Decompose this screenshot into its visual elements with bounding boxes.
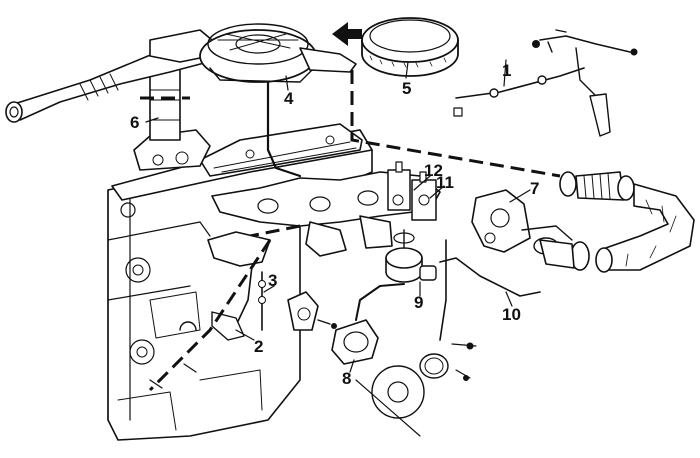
callout-6: 6 [130, 113, 139, 132]
fuel-line [439, 239, 541, 381]
fuel-pump [331, 283, 449, 437]
leader-lines [145, 59, 531, 373]
callout-10: 10 [502, 305, 521, 324]
cylinder-head [111, 123, 373, 201]
callout-2: 2 [254, 337, 263, 356]
callout-labels: 1 2 3 4 5 6 7 8 9 10 11 12 [130, 61, 539, 388]
callout-3: 3 [268, 271, 277, 290]
intake-snorkel [5, 29, 213, 123]
carburetor-base [133, 65, 211, 171]
air-cleaner-housing [199, 23, 357, 178]
callout-8: 8 [342, 369, 351, 388]
intake-manifold [211, 171, 441, 257]
callout-1: 1 [502, 61, 511, 80]
callout-12: 12 [424, 161, 443, 180]
hot-air-hose [539, 171, 695, 273]
callout-4: 4 [284, 89, 294, 108]
callout-7: 7 [530, 179, 539, 198]
air-filter-element [361, 17, 459, 77]
choke-thermostat [387, 161, 437, 221]
callout-11: 11 [436, 173, 454, 192]
linkage-bracket [149, 231, 337, 389]
throttle-linkage [453, 29, 638, 137]
vacuum-unit [385, 229, 437, 283]
callout-5: 5 [402, 79, 411, 98]
routing-line-linkage [148, 239, 272, 392]
callout-9: 9 [414, 293, 423, 312]
routing-line-hose [350, 70, 561, 178]
direction-arrow [332, 22, 362, 46]
